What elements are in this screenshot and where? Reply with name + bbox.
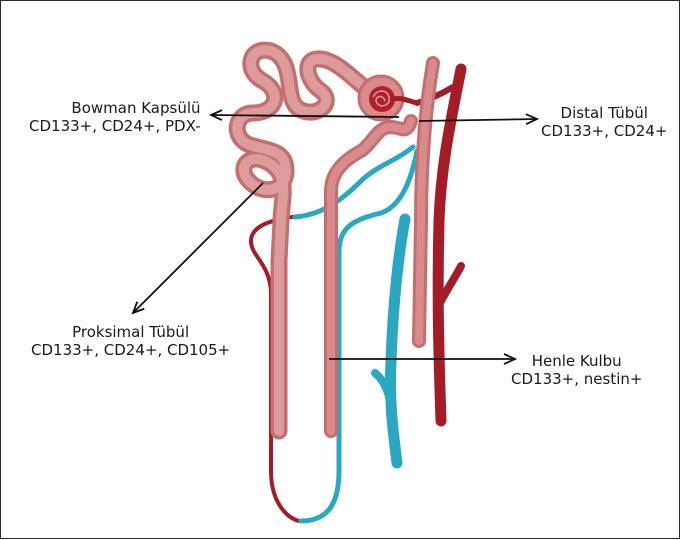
arrow-proximal bbox=[133, 183, 263, 313]
bowman-markers: CD133+, CD24+, PDX- bbox=[29, 117, 201, 135]
distal-markers: CD133+, CD24+ bbox=[541, 122, 667, 140]
artery-vessel bbox=[438, 69, 461, 421]
henle-title: Henle Kulbu bbox=[511, 352, 642, 370]
arrow-distal bbox=[419, 119, 537, 121]
proximal-markers: CD133+, CD24+, CD105+ bbox=[31, 341, 230, 359]
label-distal-tubule: Distal Tübül CD133+, CD24+ bbox=[541, 104, 667, 140]
artery-branch bbox=[441, 266, 461, 301]
label-bowman-capsule: Bowman Kapsülü CD133+, CD24+, PDX- bbox=[29, 99, 201, 135]
distal-title: Distal Tübül bbox=[541, 104, 667, 122]
bowman-title: Bowman Kapsülü bbox=[29, 99, 201, 117]
label-henle-loop: Henle Kulbu CD133+, nestin+ bbox=[511, 352, 642, 388]
label-proximal-tubule: Proksimal Tübül CD133+, CD24+, CD105+ bbox=[31, 323, 230, 359]
proximal-title: Proksimal Tübül bbox=[31, 323, 230, 341]
collecting-duct-cyan bbox=[390, 219, 405, 463]
henle-markers: CD133+, nestin+ bbox=[511, 370, 642, 388]
